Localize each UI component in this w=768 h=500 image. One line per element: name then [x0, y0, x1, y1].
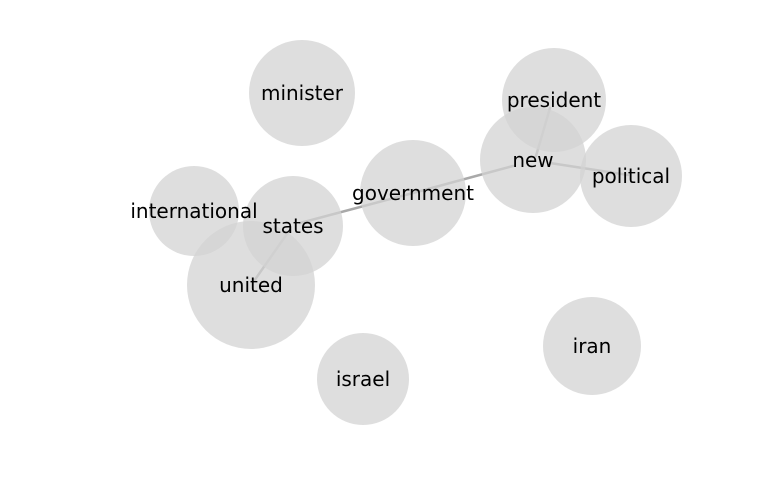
node-bubble-government: [360, 140, 466, 246]
node-label-israel: israel: [336, 367, 390, 391]
node-label-political: political: [592, 164, 670, 188]
node-bubble-political: [580, 125, 682, 227]
node-label-new: new: [512, 148, 553, 172]
bubbles-layer: [149, 40, 682, 425]
node-label-minister: minister: [261, 81, 344, 105]
node-label-united: united: [219, 273, 283, 297]
node-bubble-minister: [249, 40, 355, 146]
node-bubble-israel: [317, 333, 409, 425]
node-bubble-states: [243, 176, 343, 276]
node-label-president: president: [507, 88, 601, 112]
node-label-international: international: [130, 199, 257, 223]
node-label-government: government: [352, 181, 474, 205]
labels-layer: minister president international government…: [130, 81, 670, 391]
node-label-iran: iran: [573, 334, 612, 358]
node-bubble-iran: [543, 297, 641, 395]
node-label-states: states: [262, 214, 323, 238]
node-bubble-new: [480, 107, 586, 213]
